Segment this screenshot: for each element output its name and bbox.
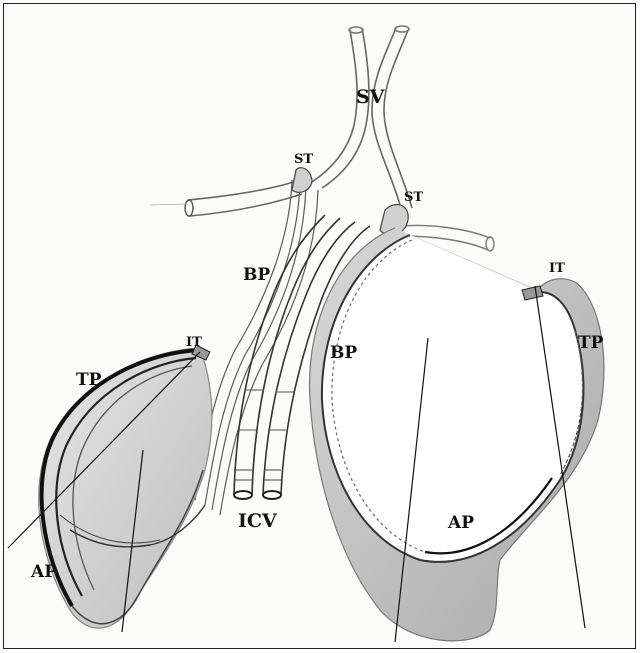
label-it-left: IT [186,335,202,350]
left-branch-tube [150,180,302,216]
label-it-right: IT [549,261,565,276]
label-st-left: ST [294,152,313,167]
label-icv: ICV [238,510,278,532]
label-ap-left: AP [30,562,57,582]
right-loop [310,228,604,641]
label-tp-right: TP [578,333,604,353]
left-loop [39,345,212,628]
label-bp-right: BP [330,343,357,363]
label-st-right: ST [404,190,423,205]
label-tp-left: TP [76,370,102,390]
label-bp-left: BP [243,265,270,285]
superior-vessels [312,26,412,208]
label-sv: SV [356,86,386,108]
label-ap-right: AP [447,513,474,533]
